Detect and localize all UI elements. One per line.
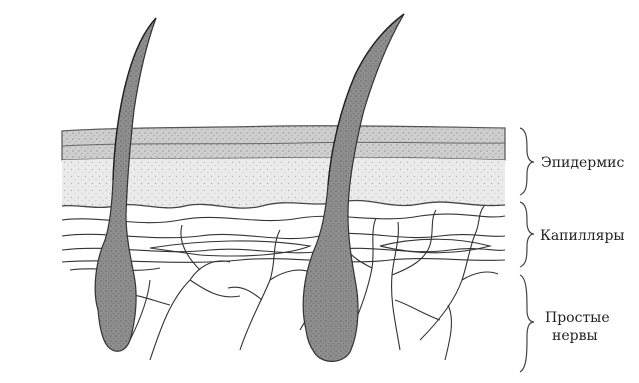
epidermis-brace [520,128,534,195]
braces [520,128,534,372]
capillaries-label: Капилляры [540,228,625,244]
nerves-brace [520,275,534,372]
epidermis-label: Эпидермис [541,155,624,171]
nerves-label-line2: нервы [552,328,598,344]
nerves-label-line1: Простые [545,310,610,326]
capillaries-brace [520,202,534,267]
